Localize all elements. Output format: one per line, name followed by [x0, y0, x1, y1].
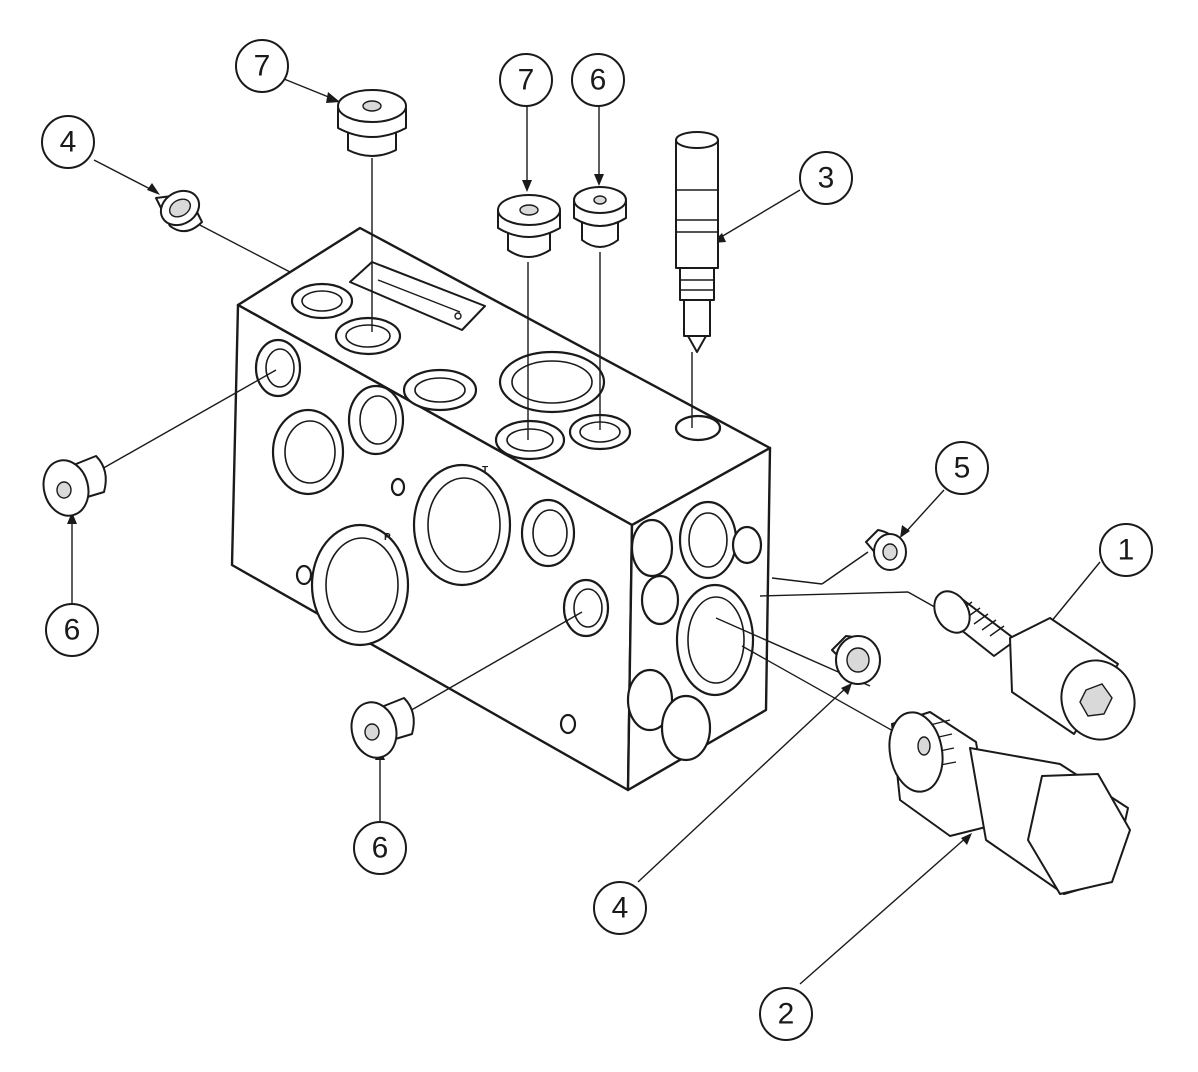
port-label-p: P	[384, 532, 391, 543]
callout-7-left: 7	[235, 39, 289, 93]
callout-6-top: 6	[571, 53, 625, 107]
cartridge-2	[888, 711, 1131, 895]
callout-3: 3	[799, 151, 853, 205]
callout-4-left: 4	[41, 115, 95, 169]
plug-7-center	[497, 194, 561, 258]
cartridge-1	[933, 590, 1136, 741]
leader-lines	[71, 78, 1101, 985]
plug-6-bottom	[350, 697, 415, 759]
port-label-t: T	[482, 465, 488, 476]
callout-5-label: 5	[954, 452, 971, 485]
callout-2-label: 2	[778, 998, 795, 1031]
callout-3-label: 3	[818, 162, 835, 195]
callout-4-right-label: 4	[612, 892, 629, 925]
callout-5: 5	[935, 441, 989, 495]
plug-6-left	[42, 455, 107, 517]
plug-6-top	[573, 186, 627, 248]
callout-4-right: 4	[593, 881, 647, 935]
plug-5	[865, 529, 907, 571]
callout-7-left-label: 7	[254, 50, 271, 83]
callout-6-top-label: 6	[590, 64, 607, 97]
right-face-ports	[626, 500, 763, 762]
callout-6-bottom-label: 6	[372, 832, 389, 865]
plug-4-right	[831, 635, 881, 685]
nameplate	[349, 261, 486, 331]
callout-1-label: 1	[1118, 534, 1135, 567]
callout-6-left-label: 6	[64, 614, 81, 647]
callout-1: 1	[1099, 523, 1153, 577]
callout-7-center: 7	[499, 53, 553, 107]
callout-4-left-label: 4	[60, 126, 77, 159]
front-face-ports	[254, 338, 610, 735]
top-face-ports	[290, 282, 722, 461]
callout-6-bottom: 6	[353, 821, 407, 875]
cartridge-3	[675, 131, 719, 353]
callout-2: 2	[759, 987, 813, 1041]
plug-4-left	[155, 189, 203, 233]
callout-7-center-label: 7	[518, 64, 535, 97]
callout-6-left: 6	[45, 603, 99, 657]
plug-7-left	[337, 89, 407, 157]
